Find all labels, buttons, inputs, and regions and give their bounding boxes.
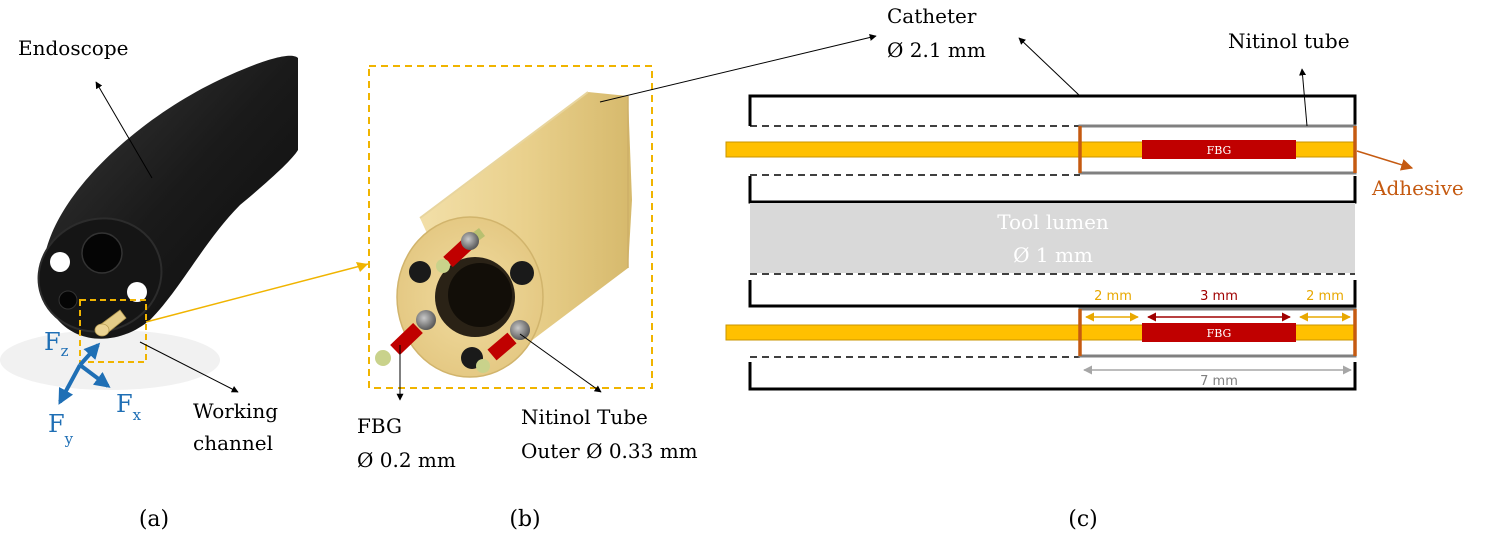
panel-b: FBG Ø 0.2 mm Nitinol Tube Outer Ø 0.33 m… bbox=[357, 34, 877, 532]
adhesive-leader bbox=[1356, 150, 1414, 171]
caption-a: (a) bbox=[139, 507, 169, 532]
caption-b: (b) bbox=[509, 507, 540, 532]
working-channel-leader bbox=[139, 341, 239, 393]
fbg-label-2: Ø 0.2 mm bbox=[357, 448, 456, 472]
nitinol-label-2: Outer Ø 0.33 mm bbox=[521, 439, 698, 463]
dim-left-label: 2 mm bbox=[1094, 289, 1132, 304]
fbg-pin-2 bbox=[375, 310, 436, 366]
fbg-pin-3 bbox=[476, 320, 530, 373]
tube-hole-2 bbox=[409, 261, 431, 283]
tool-lumen-label-1: Tool lumen bbox=[997, 210, 1109, 234]
dim-total-label: 7 mm bbox=[1200, 374, 1238, 389]
nitinol-label-1: Nitinol Tube bbox=[521, 405, 648, 429]
tube-edge-top bbox=[419, 91, 589, 219]
endoscope-aux-port bbox=[58, 290, 78, 310]
force-x-arrow bbox=[78, 363, 111, 388]
force-z-arrow bbox=[78, 342, 101, 367]
endoscope-light-port bbox=[50, 252, 70, 272]
catheter-label-1: Catheter bbox=[887, 4, 977, 28]
highlight-box-b bbox=[368, 65, 653, 389]
tool-lumen-label-2: Ø 1 mm bbox=[1013, 243, 1093, 267]
force-z-label: Fz bbox=[44, 328, 69, 360]
working-channel-label-1: Working bbox=[193, 399, 278, 423]
force-y-label: Fy bbox=[48, 410, 74, 448]
nitinol-tube-leader bbox=[1299, 68, 1308, 127]
nitinol-leader bbox=[519, 333, 602, 393]
panel-a: Fz Fy Fx Endoscope Working channel (a) bbox=[0, 36, 369, 532]
caption-c: (c) bbox=[1068, 507, 1098, 532]
force-x-label: Fx bbox=[116, 390, 142, 424]
fbg-pin-1 bbox=[436, 228, 485, 273]
catheter-label-2: Ø 2.1 mm bbox=[887, 38, 986, 62]
zoom-connector bbox=[145, 263, 369, 323]
adhesive-label: Adhesive bbox=[1371, 176, 1464, 200]
fbg-upper-label: FBG bbox=[1207, 144, 1232, 157]
catheter-wall-bottom bbox=[748, 362, 1357, 391]
dim-middle-label: 3 mm bbox=[1200, 289, 1238, 304]
fbg-upper bbox=[1142, 140, 1296, 159]
lower-channel-top-wall bbox=[748, 280, 1357, 308]
catheter-wall-top bbox=[748, 94, 1357, 126]
dim-right-label: 2 mm bbox=[1306, 289, 1344, 304]
panel-c: Tool lumen Ø 1 mm FBG FBG 2 mm 3 mm 2 mm… bbox=[725, 4, 1464, 532]
force-y-arrow bbox=[58, 364, 82, 405]
endoscope-leader bbox=[95, 81, 153, 179]
tool-lumen bbox=[750, 203, 1355, 273]
tube-central-lumen-inner bbox=[448, 263, 512, 327]
zoom-connector-head bbox=[356, 262, 368, 272]
endoscope-camera-port bbox=[81, 232, 123, 274]
working-channel-label-2: channel bbox=[193, 431, 273, 455]
endoscope-shadow bbox=[0, 330, 220, 390]
fbg-label-1: FBG bbox=[357, 414, 402, 438]
fbg-lower bbox=[1142, 323, 1296, 342]
upper-channel-lower-wall bbox=[748, 176, 1357, 204]
fbg-lower-label: FBG bbox=[1207, 327, 1232, 340]
endoscope-label: Endoscope bbox=[18, 36, 128, 60]
catheter-leader bbox=[1018, 37, 1081, 97]
highlight-box-a bbox=[79, 299, 147, 363]
nitinol-tube-label: Nitinol tube bbox=[1228, 29, 1350, 53]
endoscope-light-port-2 bbox=[127, 282, 147, 302]
working-channel-tool-tip bbox=[94, 323, 110, 337]
catheter-pointer bbox=[599, 34, 877, 103]
tube-hole-1 bbox=[510, 261, 534, 285]
